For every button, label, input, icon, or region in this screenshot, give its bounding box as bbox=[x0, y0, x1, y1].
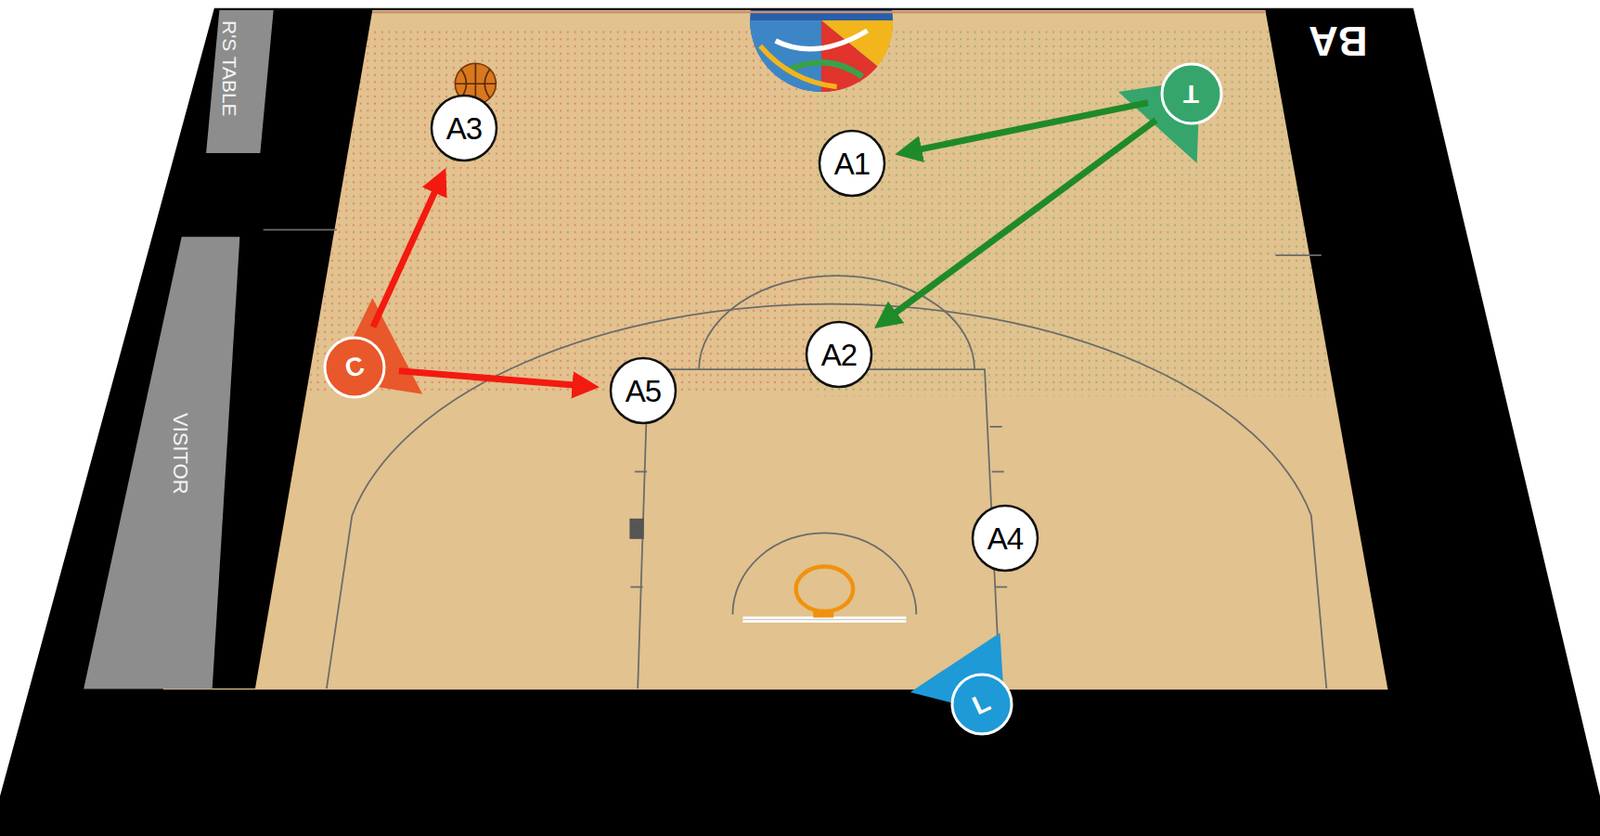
bench-label: R'S TABLE bbox=[219, 20, 240, 117]
player-marker: A2 bbox=[804, 320, 874, 389]
referee-marker: T bbox=[1160, 62, 1224, 126]
bench-bar bbox=[83, 236, 240, 689]
movement-arrow bbox=[905, 103, 1149, 154]
player-label: A2 bbox=[821, 339, 857, 371]
movement-arrow bbox=[399, 371, 589, 387]
player-label: A5 bbox=[625, 375, 661, 407]
referee-marker: L bbox=[950, 672, 1014, 736]
player-marker: A3 bbox=[429, 93, 499, 163]
player-marker: A5 bbox=[608, 356, 678, 426]
player-label: A1 bbox=[834, 148, 870, 180]
dot-zone bbox=[816, 28, 1328, 397]
logo bbox=[749, 0, 893, 92]
player-marker: A4 bbox=[970, 503, 1040, 573]
logo-text: BA bbox=[1308, 20, 1368, 62]
table-bar bbox=[206, 10, 274, 154]
referee-marker: C bbox=[322, 335, 387, 400]
player-label: A4 bbox=[987, 523, 1023, 555]
court-floor bbox=[255, 10, 1388, 690]
court-surround bbox=[0, 8, 1600, 836]
bench-label: VISITOR bbox=[169, 412, 191, 495]
movement-arrow bbox=[373, 178, 441, 328]
referee-letter: T bbox=[1183, 80, 1200, 107]
rim bbox=[796, 567, 854, 612]
player-label: A3 bbox=[446, 113, 482, 144]
movement-arrow bbox=[882, 120, 1156, 323]
player-marker: A1 bbox=[817, 129, 887, 198]
court-lines bbox=[263, 230, 1328, 690]
